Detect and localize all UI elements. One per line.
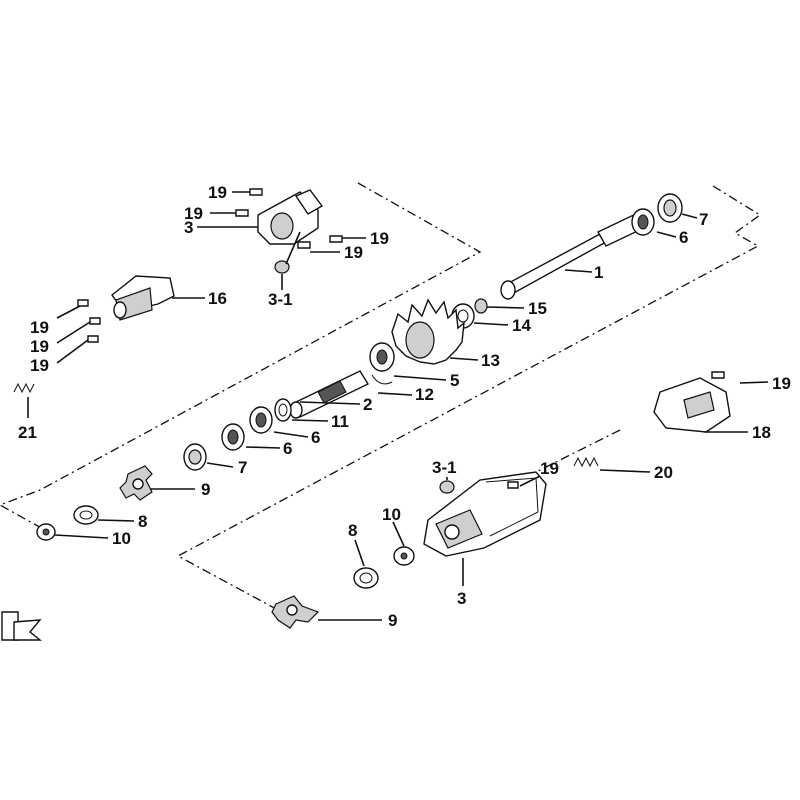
bearing-part-6-mid-b (221, 423, 245, 451)
flange-part-9-bottom (271, 595, 320, 629)
flange-part-9-left (119, 465, 153, 501)
housing-part-3-top (257, 189, 324, 245)
housing-part-16 (111, 275, 175, 321)
callout-8-right: 8 (348, 521, 357, 540)
callout-3-top: 3 (184, 218, 193, 237)
bolt-part-19-f (89, 317, 101, 325)
ring-gear-part-13 (391, 298, 465, 365)
bearing-part-5 (369, 342, 395, 372)
nut-part-3-1-top (274, 260, 290, 274)
callout-19-h: 19 (772, 374, 791, 393)
callout-19-i: 19 (540, 459, 559, 478)
pinion-shaft-part-2 (289, 370, 370, 419)
callout-16: 16 (208, 289, 227, 308)
washer-part-8-left (73, 505, 99, 525)
housing-part-3-bottom (423, 471, 547, 557)
nut-part-15 (474, 298, 488, 314)
callout-11: 11 (331, 412, 349, 431)
oil-seal-part-7-mid (183, 443, 207, 471)
callout-18: 18 (752, 423, 771, 442)
callout-9-bottom: 9 (388, 611, 397, 630)
callout-19-e: 19 (30, 318, 49, 337)
spring-part-20 (573, 456, 599, 468)
drive-shaft-part-1 (500, 210, 650, 300)
bolt-part-19-h (711, 371, 725, 379)
callout-1: 1 (594, 263, 603, 282)
callout-7-top: 7 (699, 210, 708, 229)
callout-19-g: 19 (30, 356, 49, 375)
callout-19-c: 19 (370, 229, 389, 248)
bearing-part-6-top (631, 208, 655, 236)
callout-3-1-bottom: 3-1 (432, 458, 457, 477)
callout-13: 13 (481, 351, 500, 370)
bolt-part-19-g (87, 335, 99, 343)
nut-part-10-left (36, 523, 56, 541)
bolt-part-19-b (235, 209, 249, 217)
callout-14: 14 (512, 316, 531, 335)
circlip-part-12 (371, 374, 393, 385)
callout-19-f: 19 (30, 337, 49, 356)
leader-lines (27, 191, 769, 621)
callout-3-bottom: 3 (457, 589, 466, 608)
callout-12: 12 (415, 385, 434, 404)
callout-7-mid: 7 (238, 458, 247, 477)
callout-19-b: 19 (184, 204, 203, 223)
callout-3-1-top: 3-1 (268, 290, 293, 309)
bolt-part-19-c (329, 235, 343, 243)
callout-6-mid-b: 6 (311, 428, 320, 447)
assembly-boundary-upper (0, 182, 482, 531)
callout-15: 15 (528, 299, 547, 318)
spring-part-21 (13, 382, 35, 394)
callout-9-left: 9 (201, 480, 210, 499)
oil-seal-part-7-top (657, 193, 683, 223)
callout-2: 2 (363, 395, 372, 414)
callout-6-top: 6 (679, 228, 688, 247)
callout-6-mid-a: 6 (283, 439, 292, 458)
callout-5: 5 (450, 371, 459, 390)
bolt-part-19-e (77, 299, 89, 307)
callout-21: 21 (18, 423, 37, 442)
bearing-part-6-mid-a (249, 406, 273, 434)
callout-19-a: 19 (208, 183, 227, 202)
bolt-part-19-d (297, 241, 311, 249)
callout-labels: 1 2 3 3-1 5 6 7 6 6 7 9 8 10 11 12 13 14… (18, 183, 791, 630)
callout-10-left: 10 (112, 529, 131, 548)
front-direction-icon (1, 611, 42, 641)
callout-10-right: 10 (382, 505, 401, 524)
nut-part-10-right (393, 546, 415, 566)
bolt-part-19-i (507, 481, 519, 489)
callout-20: 20 (654, 463, 673, 482)
callout-19-d: 19 (344, 243, 363, 262)
washer-part-8-right (353, 567, 379, 589)
nut-part-3-1-bottom (439, 480, 455, 494)
callout-8-left: 8 (138, 512, 147, 531)
spacer-part-11 (274, 398, 292, 422)
cover-part-18 (653, 377, 731, 433)
bolt-part-19-a (249, 188, 263, 196)
